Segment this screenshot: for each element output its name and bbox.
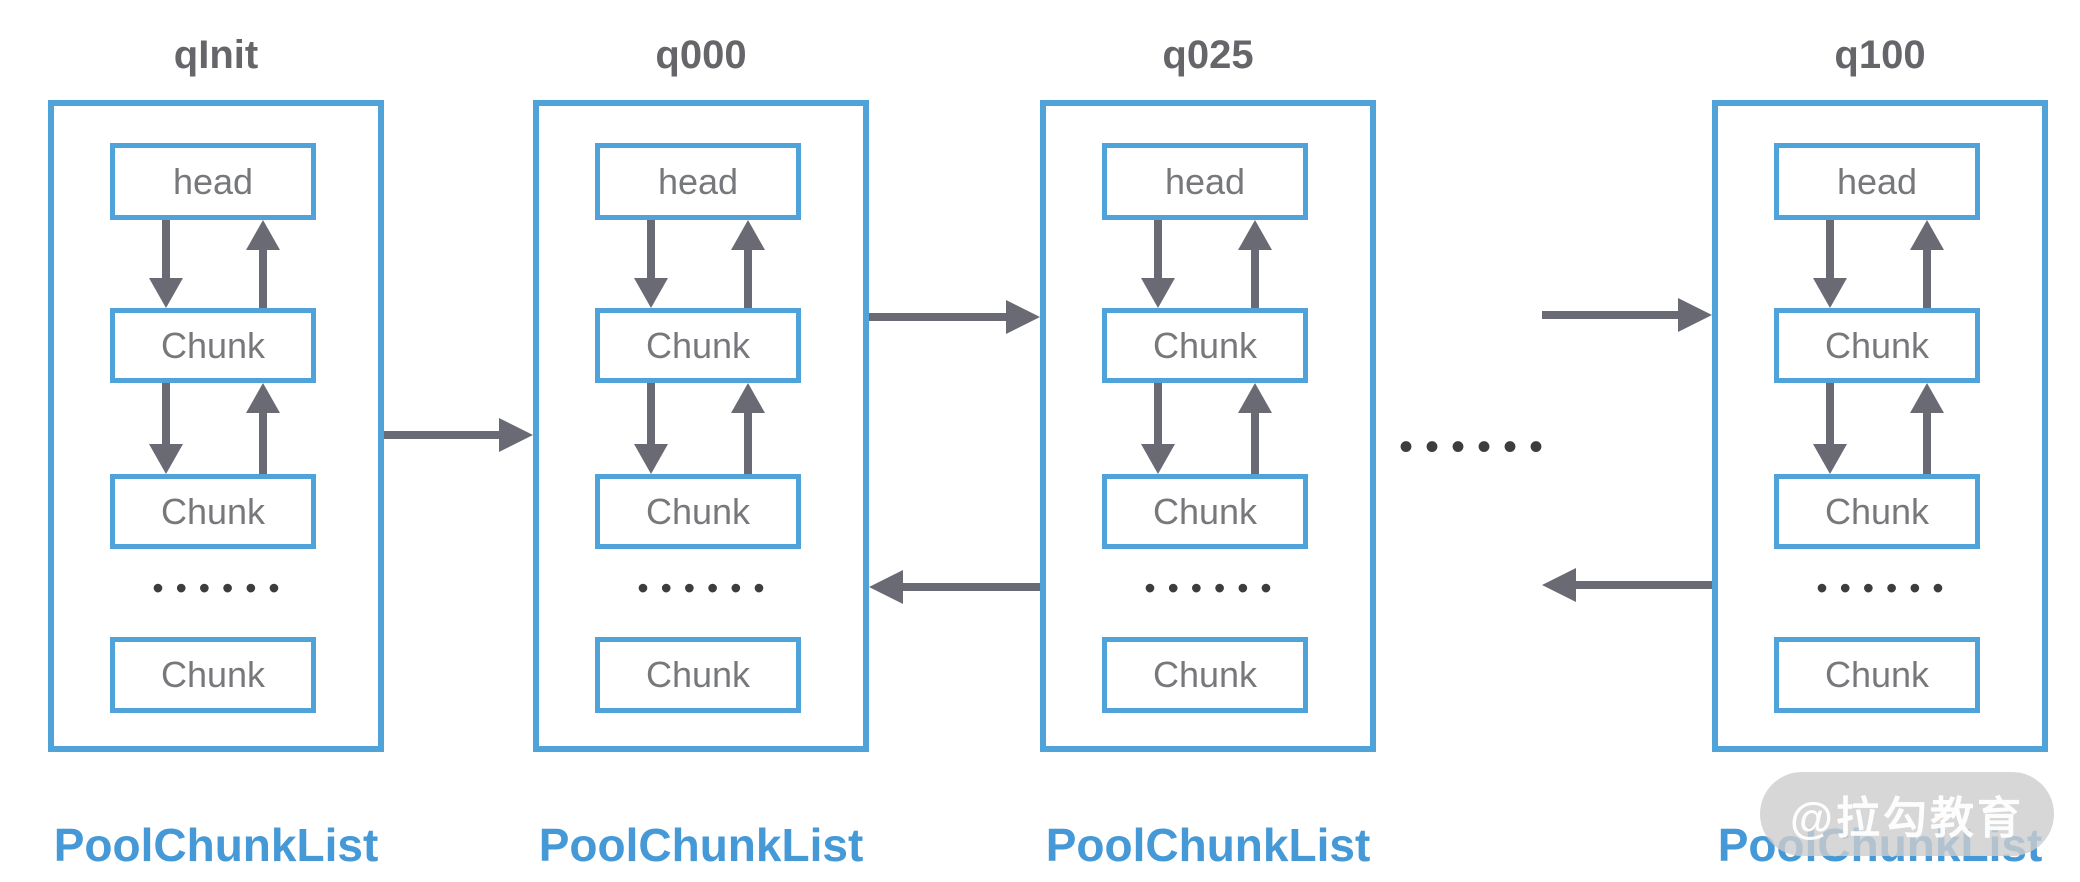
bidirectional-link-arrows [539,383,863,474]
column-qinit: qInit head Chunk Chunk •••••• Chunk Pool… [48,28,384,871]
chunk-node: Chunk [1102,637,1308,713]
ellipsis-dots: •••••• [1816,570,1956,606]
chunk-node: Chunk [595,474,801,549]
arrow-qinit-to-q000 [384,418,533,452]
ellipsis-dots: •••••• [1144,570,1284,606]
arrow-q000-to-q025 [869,300,1040,334]
up-arrow-icon [1238,220,1272,308]
arrow-out-of-q100 [1542,568,1712,602]
down-arrow-icon [1813,383,1847,474]
bidirectional-link-arrows [1718,383,2042,474]
chunk-node: Chunk [110,637,316,713]
column-q100: q100 head Chunk Chunk •••••• Chunk PoolC… [1712,28,2048,871]
down-arrow-icon [634,383,668,474]
down-arrow-icon [1813,220,1847,308]
down-arrow-icon [1141,220,1175,308]
arrow-into-q100 [1542,298,1712,332]
up-arrow-icon [246,220,280,308]
chunk-node: Chunk [595,637,801,713]
ellipsis-dots: •••••• [152,570,292,606]
up-arrow-icon [1910,220,1944,308]
chunk-node: Chunk [1774,308,1980,383]
pool-chunk-list-label: PoolChunkList [1045,819,1371,871]
chunk-node: Chunk [1774,474,1980,549]
column-q025: q025 head Chunk Chunk •••••• Chunk PoolC… [1040,28,1376,871]
bidirectional-link-arrows [1046,383,1370,474]
down-arrow-icon [1141,383,1175,474]
down-arrow-icon [634,220,668,308]
column-title-q100: q100 [1834,33,1926,77]
up-arrow-icon [1238,383,1272,474]
bidirectional-link-arrows [1718,220,2042,308]
pool-chunk-list-box-qinit: head Chunk Chunk •••••• Chunk [48,100,384,752]
head-node: head [1102,143,1308,220]
up-arrow-icon [246,383,280,474]
watermark-badge: @拉勾教育 [1760,772,2054,856]
pool-chunk-list-box-q000: head Chunk Chunk •••••• Chunk [533,100,869,752]
pool-chunk-list-box-q025: head Chunk Chunk •••••• Chunk [1040,100,1376,752]
bidirectional-link-arrows [54,383,378,474]
up-arrow-icon [1910,383,1944,474]
chunk-node: Chunk [595,308,801,383]
head-node: head [595,143,801,220]
column-title-q000: q000 [655,33,747,77]
up-arrow-icon [731,383,765,474]
pool-chunk-list-label: PoolChunkList [53,819,379,871]
column-title-q025: q025 [1162,33,1254,77]
bidirectional-link-arrows [1046,220,1370,308]
bidirectional-link-arrows [539,220,863,308]
chunk-node: Chunk [1102,308,1308,383]
head-node: head [1774,143,1980,220]
column-q000: q000 head Chunk Chunk •••••• Chunk PoolC… [533,28,869,871]
arrow-q025-to-q000 [869,570,1040,604]
pool-chunk-list-box-q100: head Chunk Chunk •••••• Chunk [1712,100,2048,752]
column-title-qinit: qInit [173,33,259,77]
pool-chunk-list-label: PoolChunkList [538,819,864,871]
ellipsis-dots-between-q025-q100: •••••• [1398,425,1556,469]
up-arrow-icon [731,220,765,308]
down-arrow-icon [149,383,183,474]
bidirectional-link-arrows [54,220,378,308]
chunk-node: Chunk [1102,474,1308,549]
head-node: head [110,143,316,220]
ellipsis-dots: •••••• [637,570,777,606]
down-arrow-icon [149,220,183,308]
chunk-node: Chunk [1774,637,1980,713]
chunk-node: Chunk [110,308,316,383]
chunk-node: Chunk [110,474,316,549]
